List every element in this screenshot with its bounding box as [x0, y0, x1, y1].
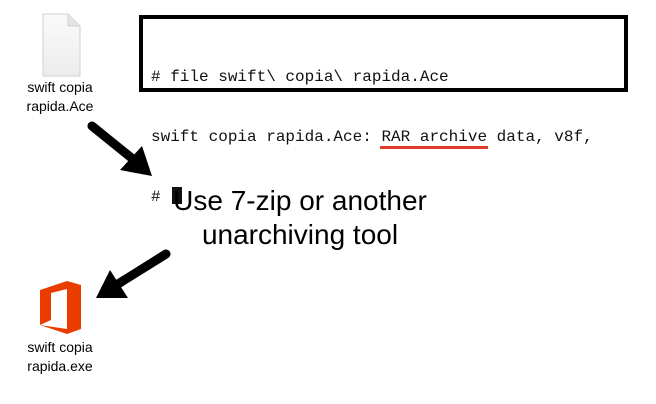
terminal-output-line: swift copia rapida.Ace: RAR archive data… — [151, 127, 624, 147]
caption-line2: unarchiving tool — [201, 219, 399, 250]
result-file-item[interactable]: swift copia rapida.exe — [5, 280, 115, 376]
result-file-name-line1: swift copia — [27, 339, 93, 355]
blank-document-icon — [5, 10, 115, 78]
terminal-output-prefix: swift copia rapida.Ace: — [151, 128, 382, 146]
office-logo-icon — [5, 280, 115, 338]
source-file-name-line1: swift copia — [27, 79, 93, 95]
arrow-down-right-icon — [87, 121, 152, 176]
source-file-name-line2: rapida.Ace — [26, 98, 94, 114]
source-file-item[interactable]: swift copia rapida.Ace — [5, 10, 115, 116]
result-file-name-line2: rapida.exe — [27, 358, 93, 374]
arrow-down-left-icon — [96, 249, 171, 298]
terminal-prompt-line[interactable]: # — [151, 187, 624, 207]
terminal-command-line: # file swift\ copia\ rapida.Ace — [151, 68, 449, 86]
rar-archive-highlight: RAR archive — [381, 128, 488, 146]
instruction-caption: Use 7-zip or another unarchiving tool — [120, 184, 480, 252]
caption-line1: Use 7-zip or another — [173, 185, 427, 216]
terminal-output-suffix: data, v8f, — [487, 128, 593, 146]
terminal-window: # file swift\ copia\ rapida.Ace swift co… — [139, 15, 628, 206]
terminal-prompt: # — [151, 188, 171, 206]
terminal-cursor — [172, 187, 183, 204]
